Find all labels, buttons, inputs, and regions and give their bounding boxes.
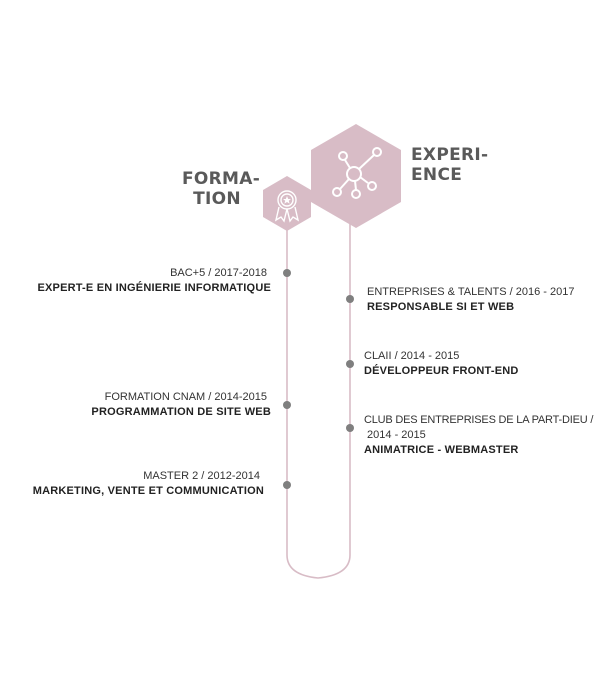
experience-entry-1: ENTREPRISES & TALENTS / 2016 - 2017 RESP… — [367, 285, 574, 315]
experience-entry-3-meta-2: 2014 - 2015 — [364, 429, 426, 441]
formation-dot-2 — [283, 401, 291, 409]
formation-entry-3-meta: MASTER 2 / 2012-2014 — [143, 470, 260, 482]
formation-hexagon — [263, 176, 311, 231]
experience-title: EXPERI- ENCE — [411, 145, 488, 185]
experience-title-line-2: ENCE — [411, 165, 463, 185]
experience-entry-2-meta: CLAII / 2014 - 2015 — [364, 350, 460, 362]
experience-dot-3 — [346, 424, 354, 432]
formation-entry-1-role: EXPERT-E EN INGÉNIERIE INFORMATIQUE — [37, 282, 271, 294]
formation-entry-3: MASTER 2 / 2012-2014 MARKETING, VENTE ET… — [33, 469, 264, 499]
experience-hexagon — [311, 124, 401, 228]
formation-dot-3 — [283, 481, 291, 489]
experience-dot-1 — [346, 295, 354, 303]
experience-title-line-1: EXPERI- — [411, 145, 489, 165]
formation-entry-1: BAC+5 / 2017-2018 EXPERT-E EN INGÉNIERIE… — [37, 266, 271, 296]
experience-entry-2-role: DÉVELOPPEUR FRONT-END — [364, 365, 519, 377]
experience-entry-3-meta: CLUB DES ENTREPRISES DE LA PART-DIEU / — [364, 414, 594, 426]
experience-entry-3-role: ANIMATRICE - WEBMASTER — [364, 444, 519, 456]
experience-entry-1-meta: ENTREPRISES & TALENTS / 2016 - 2017 — [367, 286, 575, 298]
formation-entry-2-meta: FORMATION CNAM / 2014-2015 — [104, 391, 267, 403]
network-nodes-icon — [332, 147, 382, 199]
formation-dot-1 — [283, 269, 291, 277]
experience-entry-1-role: RESPONSABLE SI ET WEB — [367, 301, 515, 313]
formation-title-line-1: FORMA- — [182, 169, 261, 189]
formation-entry-2-role: PROGRAMMATION DE SITE WEB — [91, 406, 271, 418]
formation-entry-3-role: MARKETING, VENTE ET COMMUNICATION — [32, 485, 264, 497]
timeline-line — [286, 195, 351, 579]
formation-entry-1-meta: BAC+5 / 2017-2018 — [170, 267, 267, 279]
formation-entry-2: FORMATION CNAM / 2014-2015 PROGRAMMATION… — [91, 390, 271, 420]
formation-title-line-2: TION — [193, 189, 241, 209]
award-ribbon-icon — [274, 190, 300, 223]
experience-dot-2 — [346, 360, 354, 368]
experience-entry-2: CLAII / 2014 - 2015 DÉVELOPPEUR FRONT-EN… — [364, 349, 519, 379]
formation-title: FORMA- TION — [182, 169, 260, 209]
experience-entry-3: CLUB DES ENTREPRISES DE LA PART-DIEU / 2… — [364, 413, 593, 458]
